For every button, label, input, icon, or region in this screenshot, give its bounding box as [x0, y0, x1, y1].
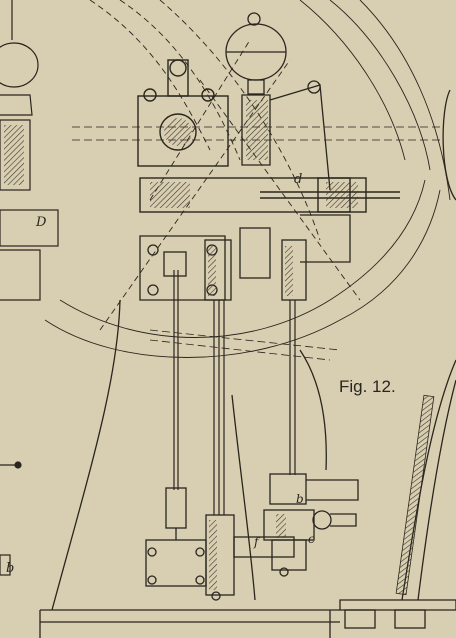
crank-hatch — [150, 182, 190, 208]
lower-pump-middle — [205, 514, 295, 601]
shaft-section — [164, 118, 192, 146]
valve-chambers — [163, 227, 307, 301]
chamber-hatch-2 — [285, 246, 293, 296]
casting-hatch — [395, 394, 435, 596]
connecting-rods — [173, 270, 296, 515]
label-c: c — [308, 532, 315, 546]
valve-box-hatch — [276, 514, 286, 538]
left-partial-view — [0, 0, 59, 576]
label-d: d — [294, 172, 302, 187]
shaft-hatch — [326, 182, 358, 208]
engine-column — [39, 299, 340, 638]
chamber-hatch-1 — [208, 246, 216, 296]
figure-caption: Fig. 12. — [339, 377, 396, 396]
left-hatch — [4, 125, 24, 185]
governor — [225, 12, 331, 191]
middle-pump-hatch — [209, 520, 217, 590]
lower-valve-box — [263, 473, 359, 577]
label-b-left: b — [6, 561, 14, 576]
label-b-lower: b — [296, 492, 304, 506]
governor-hatch — [246, 100, 268, 160]
main-bearing — [137, 59, 229, 167]
label-f: f — [253, 535, 261, 549]
label-D: D — [35, 215, 47, 230]
